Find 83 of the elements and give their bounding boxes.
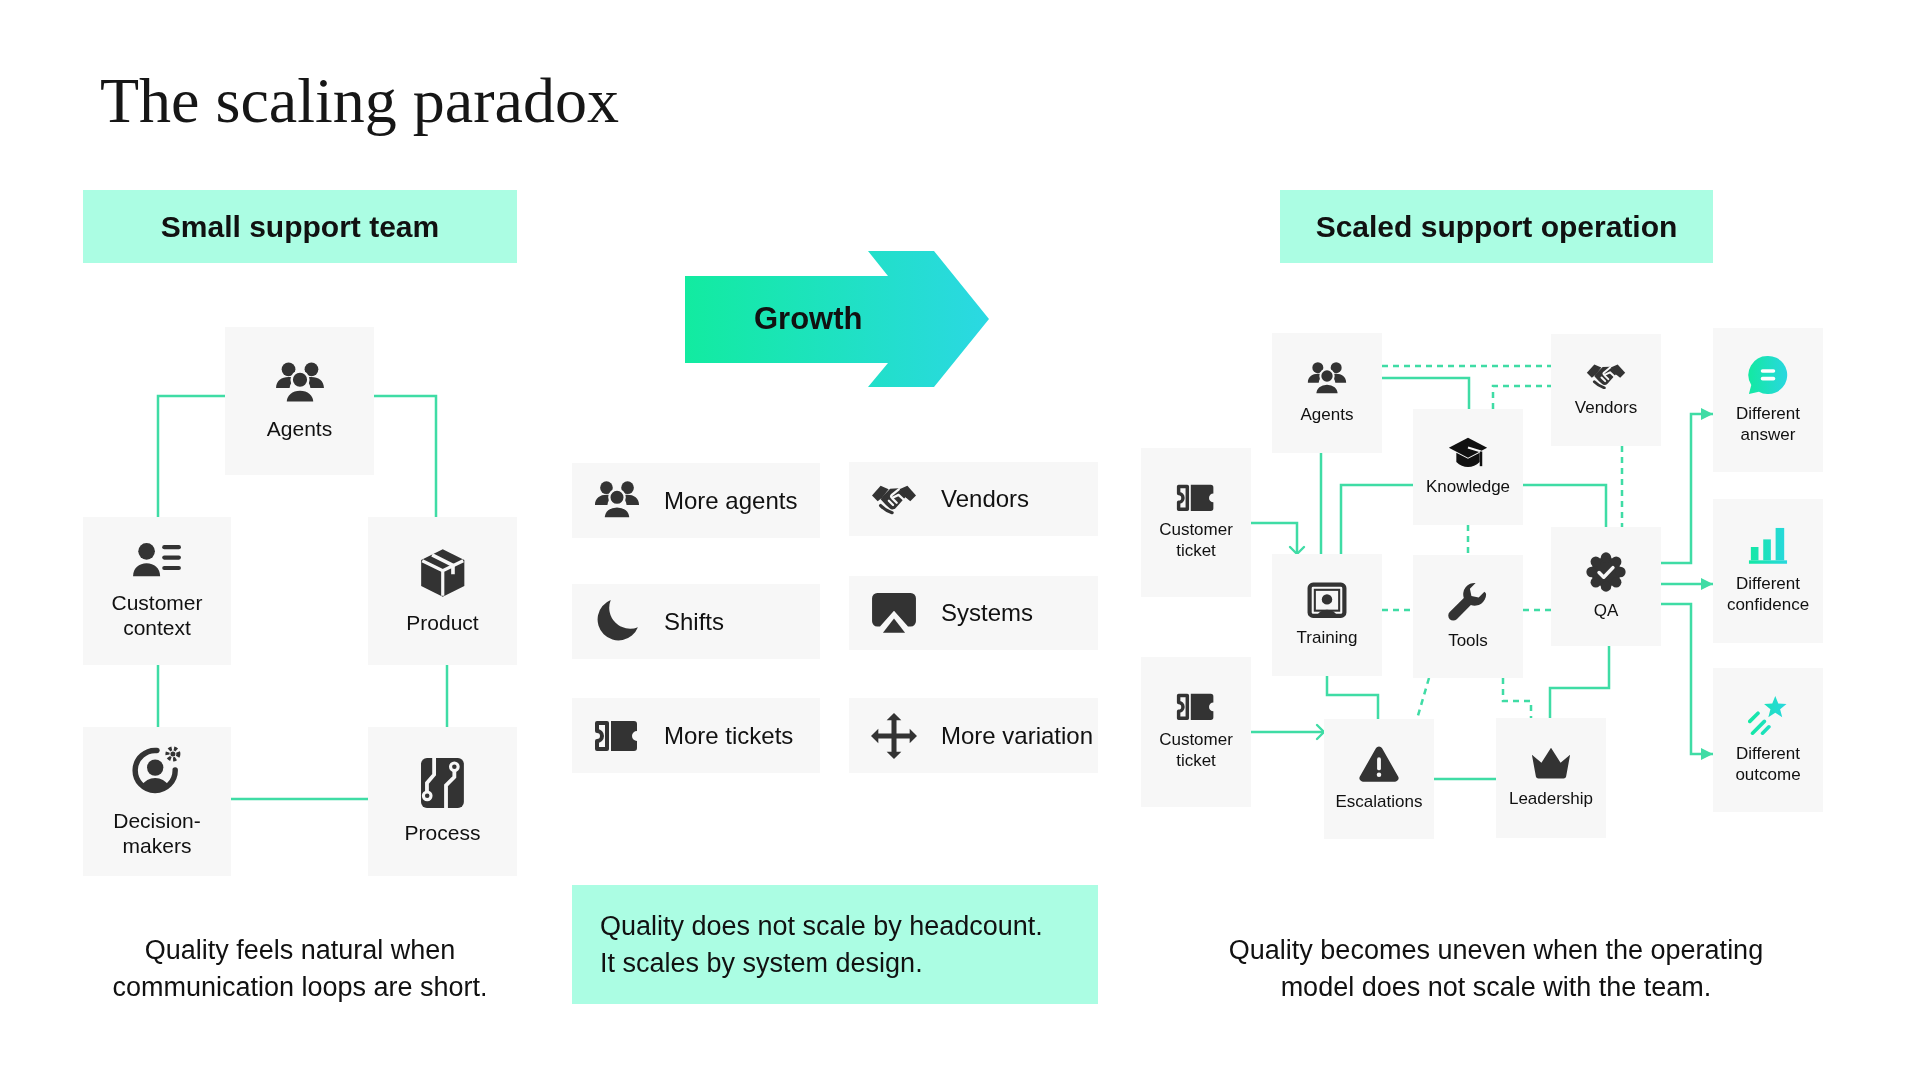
block-arrow [683, 251, 989, 387]
card-label: QA [1593, 600, 1619, 621]
arrow-label: Growth [754, 301, 864, 337]
connector-line [156, 665, 160, 727]
card-label: Agents [1300, 404, 1354, 425]
connector-line [231, 797, 368, 801]
info-card [1496, 718, 1606, 838]
header-band [1280, 190, 1713, 263]
connector-line [374, 394, 438, 517]
info-card [572, 463, 820, 538]
arrow [1251, 521, 1306, 556]
info-card [1413, 409, 1523, 525]
card-label: Different answer [1735, 403, 1801, 445]
info-card [849, 698, 1098, 773]
caption-text: Quality feels natural when communication loops are short. [111, 934, 489, 1004]
connector-line [1325, 676, 1380, 719]
info-card [368, 727, 517, 876]
info-card [1141, 657, 1251, 807]
card-label: Leadership [1508, 788, 1594, 809]
info-card [1713, 499, 1823, 643]
dashed-connector [1501, 678, 1533, 718]
info-card [225, 327, 374, 475]
connector-line [1548, 646, 1611, 718]
info-card [1324, 719, 1434, 839]
dashed-connector [1491, 384, 1551, 409]
card-label: Decision-makers [112, 807, 202, 858]
card-label: Systems [941, 598, 1034, 628]
card-label: Training [1296, 626, 1358, 648]
dashed-connector [1466, 525, 1470, 555]
caption-text: Quality becomes uneven when the operating model does not scale with the team. [1228, 934, 1764, 1004]
dashed-connector [1620, 446, 1624, 527]
connector-line [1319, 453, 1323, 554]
info-card [1272, 554, 1382, 676]
info-card [572, 698, 820, 773]
card-label: Customer context [110, 589, 204, 640]
connector-line [1434, 777, 1496, 781]
highlight-box [572, 885, 1098, 1004]
info-card [368, 517, 517, 665]
info-card [1413, 555, 1523, 678]
card-label: More tickets [664, 720, 795, 751]
dashed-connector [1523, 608, 1551, 612]
card-label: More agents [664, 485, 799, 516]
info-card [1141, 448, 1251, 597]
card-label: More variation [941, 720, 1095, 751]
arrow [1251, 723, 1326, 741]
dashed-connector [1382, 608, 1413, 612]
connector-line [445, 665, 449, 727]
card-label: Knowledge [1425, 476, 1511, 498]
band-title: Small support team [160, 208, 440, 245]
card-label: Different outcome [1734, 743, 1802, 785]
info-card [572, 584, 820, 659]
connector-line [156, 394, 225, 517]
card-label: Agents [266, 416, 333, 442]
arrow [1661, 578, 1713, 590]
connector-line [1339, 483, 1413, 554]
info-card [1551, 334, 1661, 446]
card-label: Tools [1447, 630, 1489, 651]
info-card [83, 727, 231, 876]
info-card [1272, 333, 1382, 453]
connector-line [1382, 376, 1471, 409]
card-label: Escalations [1335, 790, 1423, 812]
card-label: Vendors [941, 484, 1031, 514]
arrow [1661, 602, 1713, 760]
card-label: Vendors [1574, 397, 1638, 419]
info-card [849, 576, 1098, 650]
info-card [1713, 328, 1823, 472]
card-label: Product [405, 609, 480, 635]
header-band [83, 190, 517, 263]
title: The scaling paradox [100, 64, 619, 138]
info-card [83, 517, 231, 665]
card-label: Different confidence [1726, 573, 1810, 616]
band-title: Scaled support operation [1315, 208, 1678, 245]
card-label: Shifts [664, 606, 726, 637]
card-label: Process [404, 820, 481, 845]
info-card [1713, 668, 1823, 812]
arrow [1661, 408, 1713, 565]
card-label: Customer ticket [1158, 728, 1234, 771]
highlight-text: Quality does not scale by headcount. It scales by system design. [600, 909, 1044, 980]
dashed-connector [1382, 364, 1551, 368]
info-card [849, 462, 1098, 536]
info-card [1551, 527, 1661, 646]
card-label: Customer ticket [1158, 519, 1234, 562]
connector-line [1523, 483, 1608, 527]
